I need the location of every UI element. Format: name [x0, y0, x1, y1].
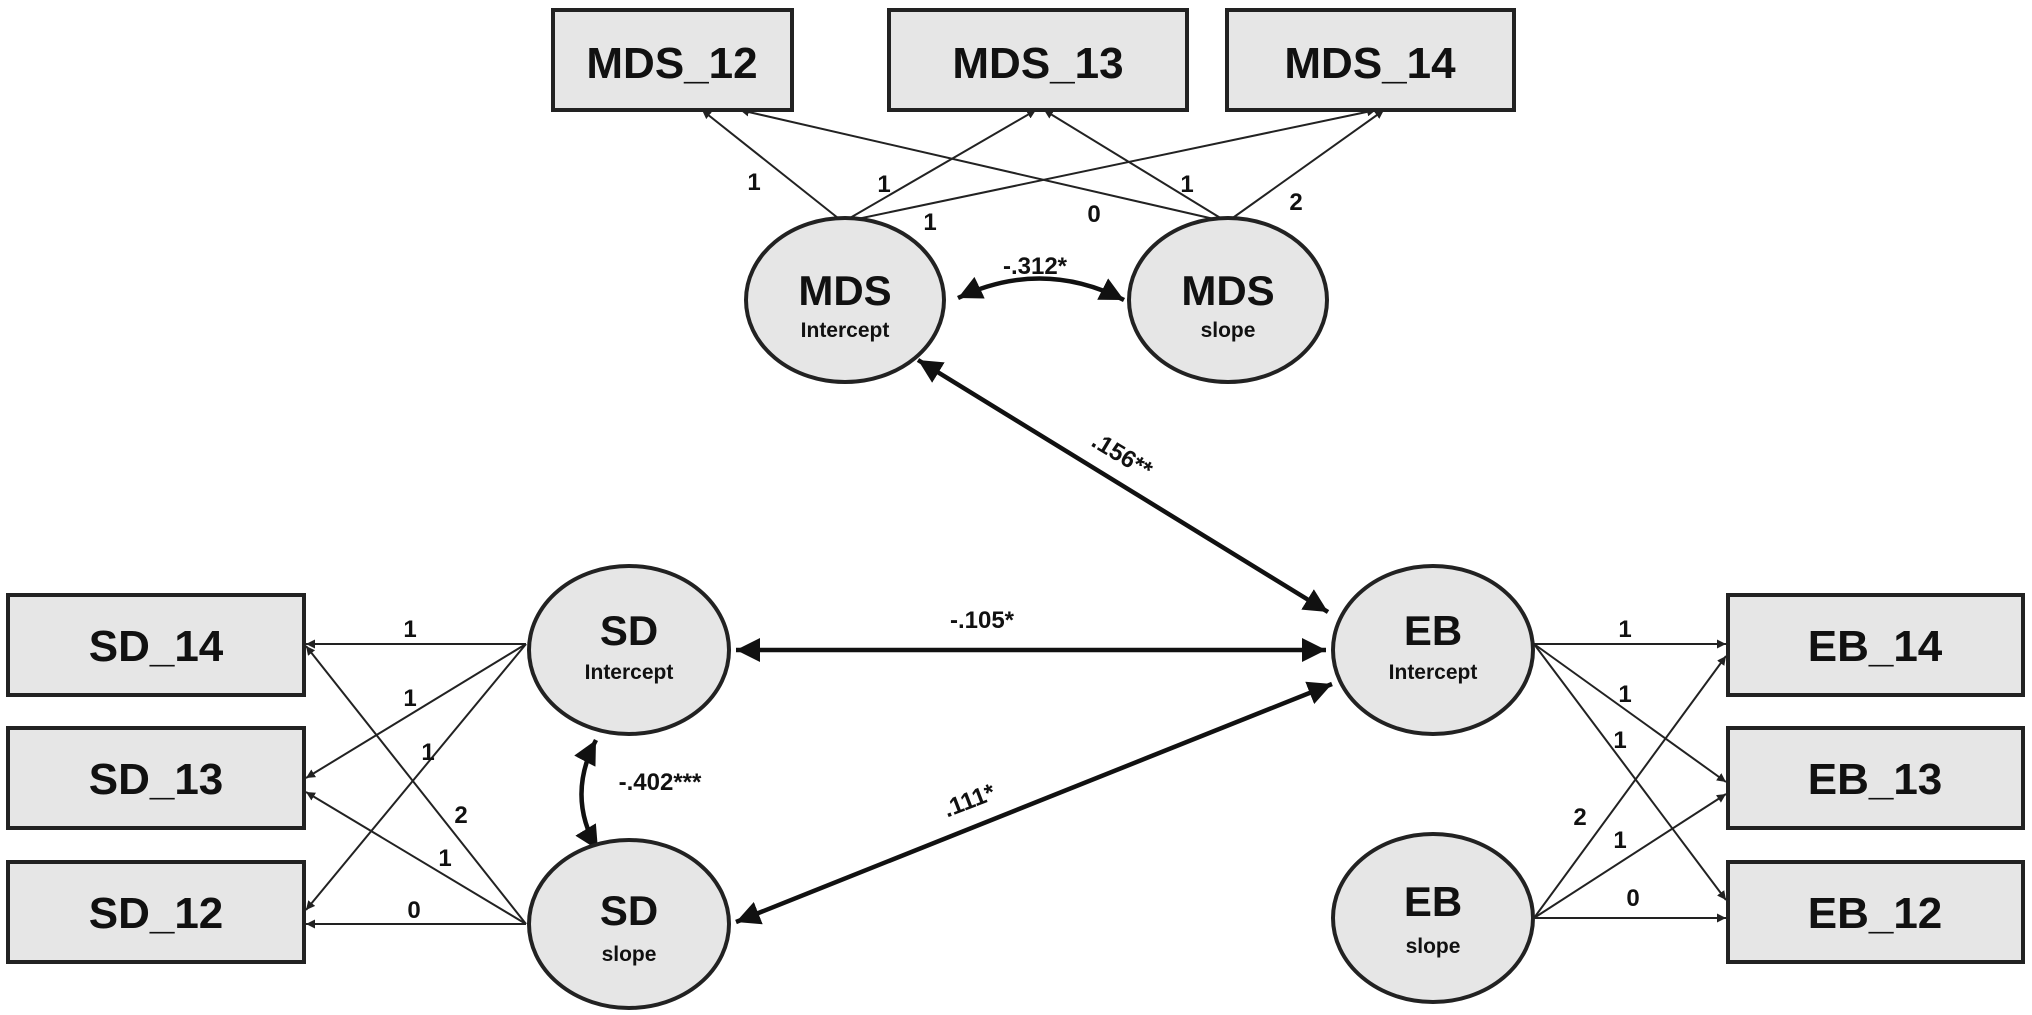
box-mds14-label: MDS_14 — [1284, 39, 1456, 88]
label-cov-mds-intercept-slope: -.312* — [1003, 253, 1068, 280]
ellipse-sd-slope-sub: slope — [602, 943, 657, 966]
cov-sd-slope-eb-intercept — [735, 681, 1333, 925]
box-eb14-label: EB_14 — [1808, 622, 1943, 671]
cov-mds-intercept-slope — [957, 276, 1126, 303]
label-cov-sd-intercept-eb-intercept: -.105* — [950, 607, 1015, 634]
label-cov-sd-intercept-slope: -.402*** — [619, 769, 702, 796]
label-ebs-eb13: 1 — [1613, 827, 1626, 854]
box-sd12-label: SD_12 — [89, 889, 224, 938]
box-sd13: SD_13 — [6, 726, 306, 830]
path-mdsi-mds13 — [842, 109, 1037, 223]
ellipse-eb-slope: EB slope — [1331, 832, 1535, 1004]
ellipse-mds-slope: MDS slope — [1127, 216, 1329, 384]
path-ebs-eb14 — [1533, 655, 1727, 919]
box-mds12: MDS_12 — [551, 8, 794, 112]
label-ebi-eb12: 1 — [1613, 727, 1626, 754]
box-mds13: MDS_13 — [887, 8, 1189, 112]
label-mdss-mds12: 0 — [1087, 201, 1100, 228]
path-sdi-sd13 — [305, 643, 527, 779]
path-ebi-eb13 — [1533, 643, 1727, 783]
cov-sd-intercept-slope — [574, 738, 600, 852]
box-sd14-label: SD_14 — [89, 622, 224, 671]
ellipse-eb-slope-title: EB — [1404, 878, 1462, 925]
box-eb12-label: EB_12 — [1808, 889, 1943, 938]
label-sdi-sd14: 1 — [403, 616, 416, 643]
ellipse-sd-slope: SD slope — [527, 838, 731, 1010]
box-eb13: EB_13 — [1726, 726, 2025, 830]
box-sd13-label: SD_13 — [89, 755, 224, 804]
ellipse-eb-intercept: EB Intercept — [1331, 564, 1535, 736]
box-eb13-label: EB_13 — [1808, 755, 1943, 804]
path-sdi-sd12 — [305, 643, 527, 911]
label-sdi-sd13: 1 — [403, 685, 416, 712]
path-mdss-mds13 — [1043, 109, 1228, 223]
ellipse-mds-intercept-title: MDS — [798, 267, 891, 314]
path-mdsi-mds12 — [701, 109, 844, 223]
ellipse-sd-intercept: SD Intercept — [527, 564, 731, 736]
box-mds12-label: MDS_12 — [586, 39, 757, 88]
label-cov-mds-intercept-eb-intercept: .156** — [1087, 427, 1158, 484]
label-sds-sd14: 2 — [454, 802, 467, 829]
ellipse-mds-slope-sub: slope — [1201, 319, 1256, 342]
path-mdss-mds14 — [1226, 109, 1385, 223]
label-cov-sd-slope-eb-intercept: .111* — [940, 779, 1000, 824]
label-ebi-eb13: 1 — [1618, 681, 1631, 708]
path-mdss-mds12 — [739, 107, 1228, 223]
box-eb14: EB_14 — [1726, 593, 2025, 697]
ellipse-eb-intercept-title: EB — [1404, 607, 1462, 654]
path-sds-sd14 — [305, 645, 527, 925]
path-ebi-eb12 — [1533, 643, 1727, 901]
box-sd14: SD_14 — [6, 593, 306, 697]
ellipse-eb-intercept-sub: Intercept — [1389, 661, 1478, 684]
label-sds-sd12: 0 — [407, 897, 420, 924]
label-ebs-eb12: 0 — [1626, 885, 1639, 912]
label-ebi-eb14: 1 — [1618, 616, 1631, 643]
box-sd12: SD_12 — [6, 860, 306, 964]
label-mdss-mds14: 2 — [1289, 189, 1302, 216]
label-mdsi-mds14: 1 — [923, 209, 936, 236]
path-ebs-eb13 — [1533, 793, 1727, 919]
ellipse-sd-intercept-sub: Intercept — [585, 661, 674, 684]
label-ebs-eb14: 2 — [1573, 804, 1586, 831]
ellipse-mds-slope-title: MDS — [1181, 267, 1274, 314]
path-sds-sd13 — [305, 791, 527, 925]
ellipse-eb-slope-sub: slope — [1406, 935, 1461, 958]
cov-mds-intercept-eb-intercept — [916, 358, 1330, 614]
ellipse-sd-intercept-title: SD — [600, 607, 658, 654]
label-mdsi-mds13: 1 — [877, 171, 890, 198]
label-mdss-mds13: 1 — [1180, 171, 1193, 198]
box-eb12: EB_12 — [1726, 860, 2025, 964]
ellipse-sd-slope-title: SD — [600, 887, 658, 934]
ellipse-mds-intercept: MDS Intercept — [744, 216, 946, 384]
box-mds14: MDS_14 — [1225, 8, 1516, 112]
ellipse-mds-intercept-sub: Intercept — [801, 319, 890, 342]
box-mds13-label: MDS_13 — [952, 39, 1123, 88]
path-mdsi-mds14 — [842, 107, 1377, 223]
label-mdsi-mds12: 1 — [747, 169, 760, 196]
label-sdi-sd12: 1 — [421, 739, 434, 766]
label-sds-sd13: 1 — [438, 845, 451, 872]
